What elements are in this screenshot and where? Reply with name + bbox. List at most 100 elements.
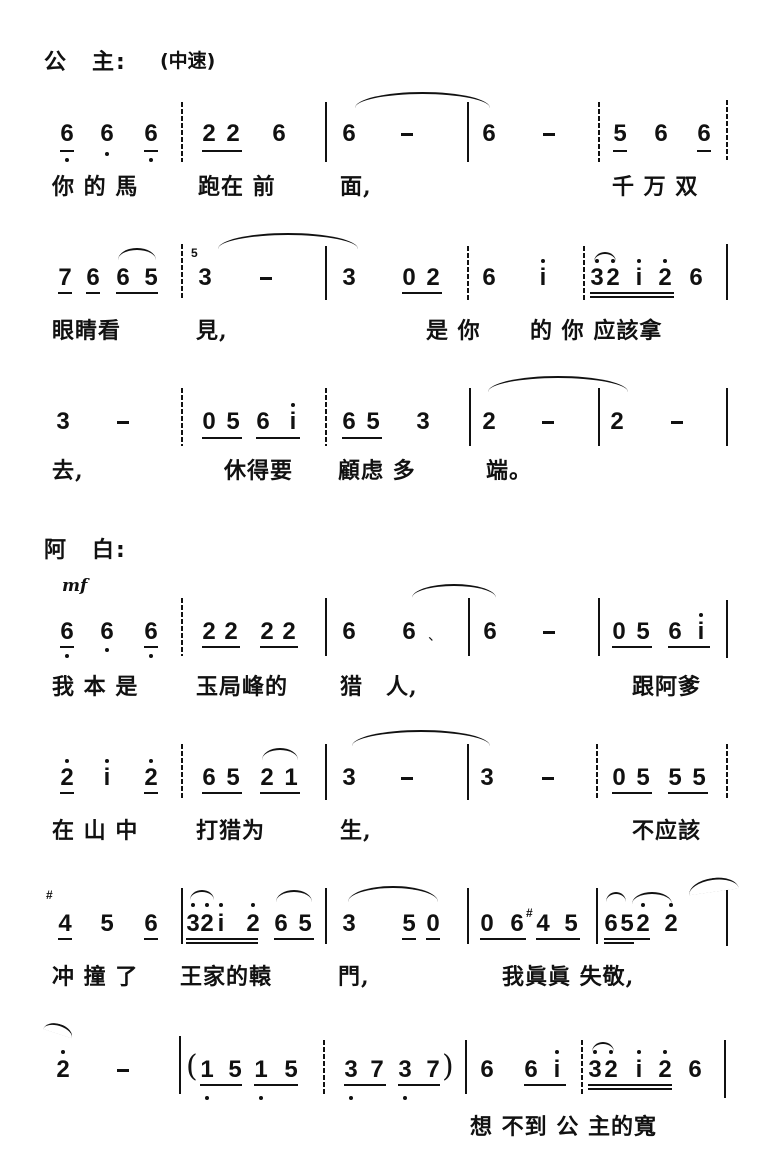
note: 5 — [692, 764, 706, 791]
note: i — [697, 618, 705, 645]
barline — [467, 246, 469, 300]
note: 1 — [284, 764, 298, 791]
role-label-abai: 阿 白: — [44, 538, 127, 563]
underline — [144, 792, 158, 794]
high-dot — [291, 403, 295, 407]
barline — [325, 744, 327, 800]
underline — [697, 150, 711, 152]
high-dot — [205, 903, 209, 907]
note: 2 — [606, 264, 620, 291]
paren-open: ( — [186, 1049, 198, 1084]
note: 6 — [272, 120, 286, 147]
extension-dash — [543, 631, 555, 634]
barline — [726, 100, 728, 160]
tie-slur — [352, 730, 490, 746]
barline — [598, 388, 600, 446]
note: 1 — [200, 1056, 214, 1083]
note: 2 — [610, 408, 624, 435]
dot-aug: 、 — [428, 628, 442, 644]
barline — [467, 744, 469, 800]
underline — [480, 938, 526, 940]
note: 6 — [144, 618, 158, 645]
note: 6 — [668, 618, 682, 645]
paren-close: ) — [442, 1049, 454, 1084]
note: 7 — [370, 1056, 384, 1083]
underline — [342, 437, 382, 439]
barline — [181, 244, 183, 300]
extension-dash — [117, 1069, 129, 1072]
note: 3 — [590, 264, 604, 291]
note: 3 — [342, 264, 356, 291]
underline-double — [186, 942, 258, 944]
tie-slur-continuation — [43, 1019, 75, 1039]
note: 6 — [402, 618, 416, 645]
underline — [604, 938, 650, 940]
lyric: 生, — [340, 818, 372, 844]
note: i — [289, 408, 297, 435]
note: 6 — [689, 264, 703, 291]
note: 1 — [254, 1056, 268, 1083]
note: 2 — [224, 618, 238, 645]
note: 5 — [402, 910, 416, 937]
underline — [668, 792, 708, 794]
slur — [118, 248, 156, 260]
barline — [325, 388, 327, 446]
barline — [181, 888, 183, 944]
note: i — [103, 764, 111, 791]
note: 3 — [480, 764, 494, 791]
lyric: 顧虑 多 — [338, 458, 416, 484]
barline — [726, 744, 728, 800]
low-dot — [65, 654, 69, 658]
underline — [402, 938, 416, 940]
underline — [612, 646, 652, 648]
lyric: 不应該 — [632, 818, 702, 844]
note: 0 — [402, 264, 416, 291]
note: 6 — [342, 618, 356, 645]
note: 0 — [612, 618, 626, 645]
note: 3 — [342, 764, 356, 791]
note: i — [217, 910, 225, 937]
underline — [590, 292, 674, 294]
lyric: 你 的 馬 — [52, 174, 139, 200]
underline — [186, 938, 258, 940]
note: 5 — [226, 408, 240, 435]
underline — [344, 1084, 386, 1086]
high-dot — [541, 259, 545, 263]
lyric: 打猎为 — [196, 818, 266, 844]
low-dot — [349, 1096, 353, 1100]
underline — [144, 938, 158, 940]
lyric: 眼睛看 — [52, 318, 122, 344]
note: 6 — [480, 1056, 494, 1083]
lyric: 見, — [196, 318, 228, 344]
tempo-marking: (中速) — [160, 50, 216, 72]
slur — [348, 886, 438, 902]
barline — [325, 598, 327, 656]
underline — [202, 150, 242, 152]
extension-dash — [542, 421, 554, 424]
high-dot — [149, 759, 153, 763]
underline-double — [590, 296, 674, 298]
underline — [144, 646, 158, 648]
note: 7 — [58, 264, 72, 291]
note: 6 — [144, 910, 158, 937]
high-dot — [611, 259, 615, 263]
note: 3 — [416, 408, 430, 435]
low-dot — [105, 648, 109, 652]
barline — [596, 744, 598, 800]
underline — [256, 437, 300, 439]
note: 5 — [284, 1056, 298, 1083]
barline — [181, 598, 183, 656]
lyric: 去, — [52, 458, 84, 484]
note: 6 — [688, 1056, 702, 1083]
slur — [606, 892, 626, 902]
lyric: 是 你 — [426, 318, 481, 344]
barline — [726, 244, 728, 300]
underline — [612, 792, 652, 794]
lyric: 休得要 — [224, 458, 294, 484]
tie-slur — [218, 233, 358, 249]
note: 6 — [510, 910, 524, 937]
underline-double — [604, 942, 634, 944]
underline — [402, 292, 442, 294]
underline — [202, 646, 240, 648]
barline — [726, 890, 728, 946]
